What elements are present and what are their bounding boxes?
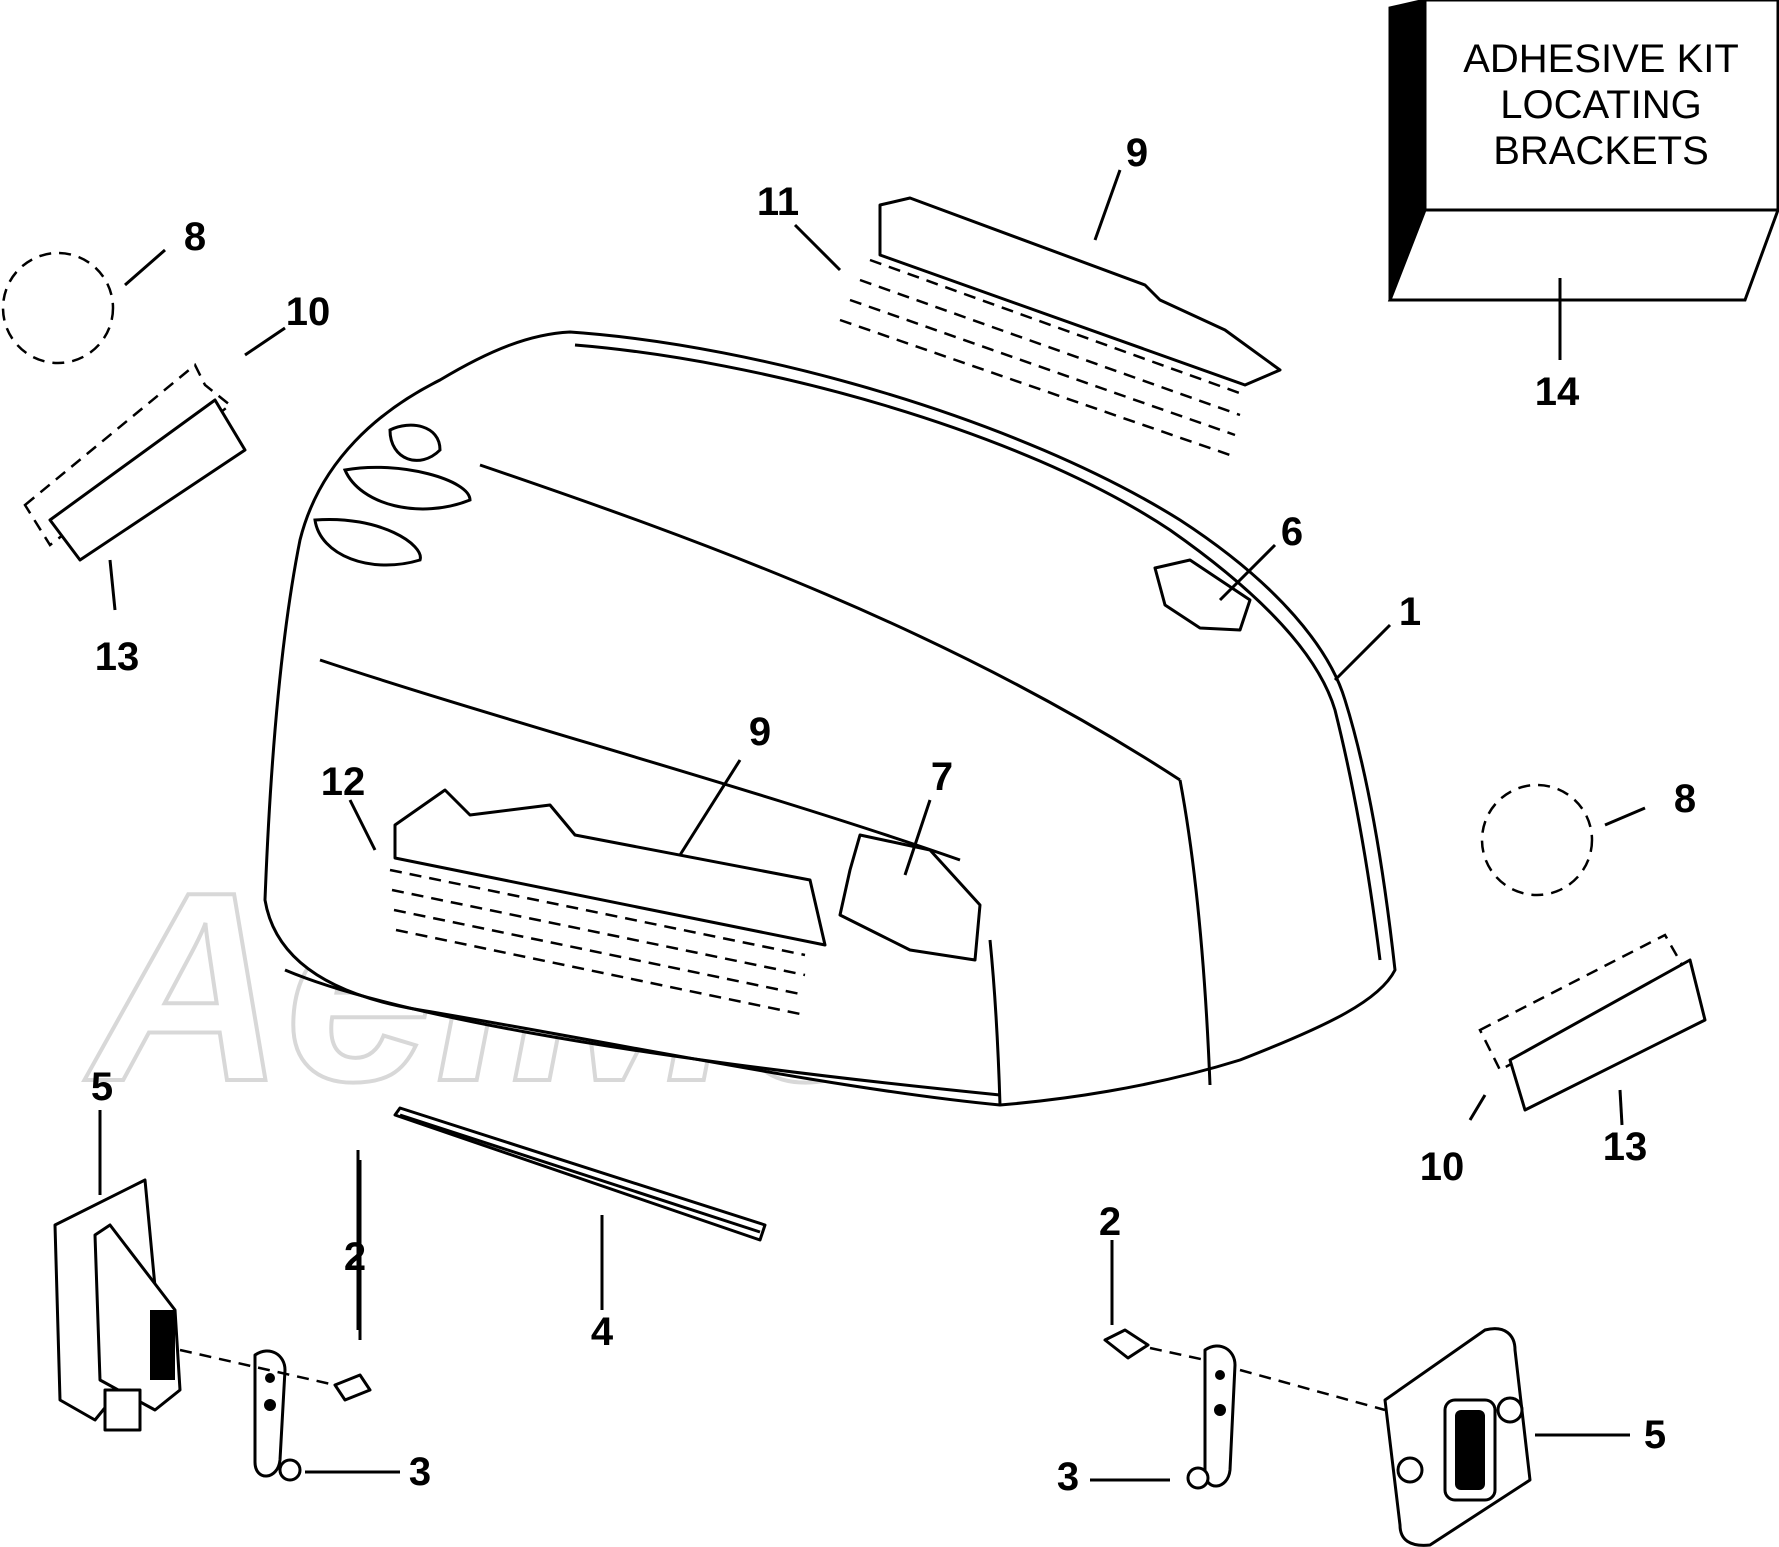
- rear-bracket-right: [1478, 933, 1707, 1112]
- callout-numbers: 1 2 2 3 3 4 5 5 6 7 8 8 9 9 10 10 11 12 …: [91, 131, 1696, 1499]
- locating-bracket-lower: [389, 788, 827, 1017]
- adhesive-kit-box: ADHESIVE KIT LOCATING BRACKETS: [1387, 0, 1779, 302]
- rear-bracket-left: [23, 363, 247, 562]
- callout-12: 12: [321, 760, 366, 804]
- callout-3-left: 3: [409, 1450, 431, 1494]
- kit-box-line-2: LOCATING: [1500, 83, 1702, 127]
- screw-left: [333, 1373, 372, 1402]
- callout-14: 14: [1535, 370, 1580, 414]
- callout-10-left: 10: [286, 290, 331, 334]
- sound-foam-7: [838, 833, 982, 962]
- kit-box-line-1: ADHESIVE KIT: [1463, 37, 1739, 81]
- callout-5-right: 5: [1644, 1413, 1666, 1457]
- latch-right: [1383, 1327, 1532, 1547]
- screw-right: [1103, 1328, 1150, 1360]
- callout-6: 6: [1281, 510, 1303, 554]
- callout-13-right: 13: [1603, 1125, 1648, 1169]
- callout-8-left: 8: [184, 215, 206, 259]
- motor-cover: [263, 330, 1397, 1107]
- retainer-left: [253, 1349, 302, 1482]
- seal-strip: [393, 1106, 767, 1242]
- callout-2-right: 2: [1099, 1200, 1121, 1244]
- kit-box-line-3: BRACKETS: [1493, 129, 1709, 173]
- callout-5-left: 5: [91, 1065, 113, 1109]
- retainer-right: [1186, 1344, 1237, 1490]
- locating-bracket-upper: [839, 196, 1282, 457]
- callout-13-left: 13: [95, 635, 140, 679]
- decal-right: [1480, 783, 1594, 897]
- callout-9-lower: 9: [749, 710, 771, 754]
- callout-9-upper: 9: [1126, 131, 1148, 175]
- callout-1: 1: [1399, 590, 1421, 634]
- latch-left: [53, 1178, 182, 1432]
- callout-4: 4: [591, 1310, 614, 1354]
- callout-10-right: 10: [1420, 1145, 1465, 1189]
- callout-7: 7: [931, 755, 953, 799]
- decal-left: [1, 251, 115, 365]
- callout-3-right: 3: [1057, 1455, 1079, 1499]
- leader-lines: [98, 169, 1646, 1482]
- callout-2-left: 2: [344, 1235, 366, 1279]
- callout-8-right: 8: [1674, 777, 1696, 821]
- callout-11: 11: [757, 180, 799, 224]
- sound-foam-6: [1153, 558, 1252, 632]
